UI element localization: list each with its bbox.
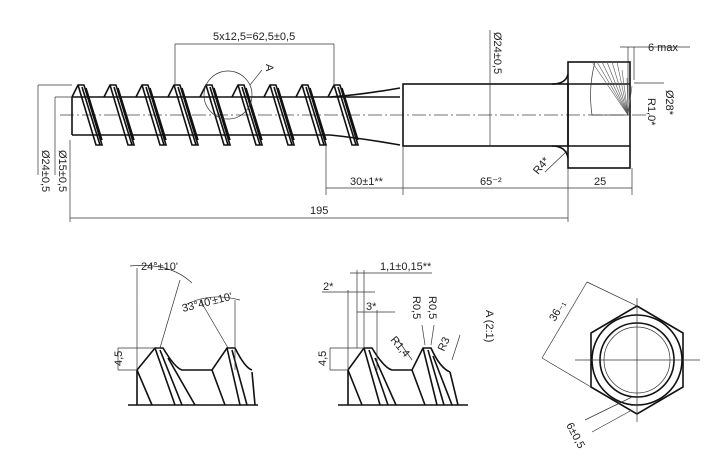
- hatch-line: [616, 61, 629, 116]
- crest-width: 1,1±0,15**: [380, 261, 432, 273]
- head-length: 25: [594, 176, 606, 188]
- hatch-line: [591, 61, 629, 116]
- hatch-line: [626, 77, 629, 116]
- hatch-line: [601, 61, 629, 116]
- fillet-radius: R4*: [531, 155, 552, 177]
- pitch-dim: 5x12,5=62,5±0,5: [213, 31, 295, 43]
- angle-front: 24°±10': [141, 261, 178, 273]
- hatch-line: [606, 61, 629, 116]
- thread-turn: [263, 84, 296, 146]
- view-title: A (2:1): [483, 310, 495, 342]
- hatch-line: [596, 61, 629, 116]
- thread-detail-2: 1,1±0,15** 2* 3* R0,5 R0,5 R1,4 R3 4,5: [317, 261, 468, 406]
- thread-turn: [167, 84, 200, 146]
- shank-length: 65⁻²: [480, 176, 502, 188]
- thread-turn: [231, 84, 264, 146]
- hatch-line: [621, 69, 629, 116]
- back-radius: R3: [436, 335, 453, 353]
- dim-3: 3*: [366, 301, 377, 313]
- main-view: 5x12,5=62,5±0,5 A Ø24±0,5 6 max Ø28* R1,…: [37, 30, 690, 222]
- head-gap: 6 max: [648, 42, 678, 54]
- across-flats: 36₋₁: [547, 298, 568, 323]
- detail-marker: A: [263, 64, 275, 72]
- taper: [329, 87, 401, 146]
- collar-radius: R1,0*: [645, 98, 657, 126]
- thread-turn: [71, 84, 104, 146]
- hatch-line: [627, 85, 633, 116]
- thread-turn: [103, 84, 136, 146]
- head-view: A (2:1) 36₋₁ 6±0,5: [483, 281, 700, 451]
- crest-radius-1: R0,5: [410, 296, 422, 319]
- total-length: 195: [310, 205, 328, 217]
- core-dia: Ø15±0,5: [56, 150, 68, 192]
- taper-length: 30±1**: [350, 176, 384, 188]
- hatch-line: [611, 61, 629, 116]
- thread-height-1: 4,5: [113, 351, 125, 366]
- thread-detail-1: 24°±10' 33°40'±10' 4,5: [113, 261, 258, 406]
- collar-dia: Ø28*: [663, 90, 675, 116]
- collar-height: 6±0,5: [563, 421, 586, 451]
- thread-turn: [295, 84, 328, 146]
- threaded-section: [71, 84, 400, 146]
- outer-dia: Ø24±0,5: [39, 150, 51, 192]
- thread-turn: [135, 84, 168, 146]
- crest-radius-2: R0,5: [426, 296, 438, 319]
- thread-turn: [199, 84, 232, 146]
- thread-height-2: 4,5: [317, 351, 329, 366]
- section-hatch: [590, 61, 633, 116]
- angle-back: 33°40'±10': [181, 291, 234, 315]
- root-radius: R1,4: [388, 334, 412, 360]
- shank-dia: Ø24±0,5: [491, 32, 503, 74]
- dim-2: 2*: [323, 281, 334, 293]
